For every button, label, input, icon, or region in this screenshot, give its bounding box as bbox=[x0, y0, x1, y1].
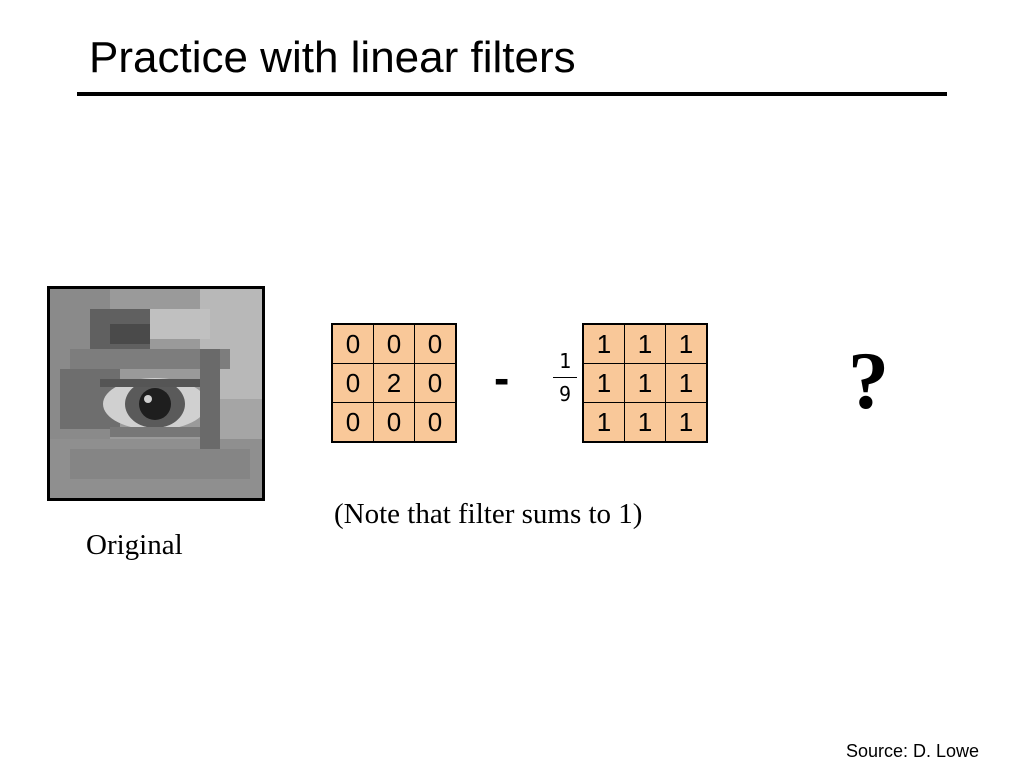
kernel-cell: 0 bbox=[373, 402, 415, 443]
kernel-cell: 0 bbox=[373, 323, 415, 364]
original-eye-image bbox=[47, 286, 265, 501]
kernel-cell: 1 bbox=[624, 363, 666, 403]
kernel-cell: 0 bbox=[331, 363, 374, 403]
kernel-cell: 1 bbox=[665, 323, 708, 364]
kernel-cell: 0 bbox=[331, 402, 374, 443]
kernel-cell: 0 bbox=[414, 363, 457, 403]
fraction-denominator: 9 bbox=[558, 382, 572, 406]
fraction-numerator: 1 bbox=[558, 349, 572, 373]
kernel-cell: 1 bbox=[665, 402, 708, 443]
original-caption: Original bbox=[86, 529, 183, 561]
kernel-cell: 1 bbox=[582, 402, 625, 443]
source-credit: Source: D. Lowe bbox=[846, 741, 980, 761]
kernel-cell: 1 bbox=[665, 363, 708, 403]
kernel-cell: 2 bbox=[373, 363, 415, 403]
one-ninth-fraction: 1 9 bbox=[553, 349, 577, 406]
kernel-cell: 1 bbox=[582, 323, 625, 364]
kernel-cell: 0 bbox=[331, 323, 374, 364]
filter-note: (Note that filter sums to 1) bbox=[334, 498, 643, 530]
box-filter-kernel: 1 1 1 1 1 1 1 1 1 bbox=[582, 323, 708, 443]
identity-scale-kernel: 0 0 0 0 2 0 0 0 0 bbox=[331, 323, 457, 443]
kernel-cell: 0 bbox=[414, 402, 457, 443]
minus-operator: - bbox=[494, 352, 510, 404]
fraction-bar bbox=[553, 377, 577, 378]
kernel-cell: 1 bbox=[624, 402, 666, 443]
kernel-cell: 0 bbox=[414, 323, 457, 364]
kernel-cell: 1 bbox=[624, 323, 666, 364]
title-divider bbox=[77, 92, 947, 96]
result-question-mark: ? bbox=[848, 335, 889, 426]
kernel-cell: 1 bbox=[582, 363, 625, 403]
slide-title: Practice with linear filters bbox=[89, 33, 576, 82]
